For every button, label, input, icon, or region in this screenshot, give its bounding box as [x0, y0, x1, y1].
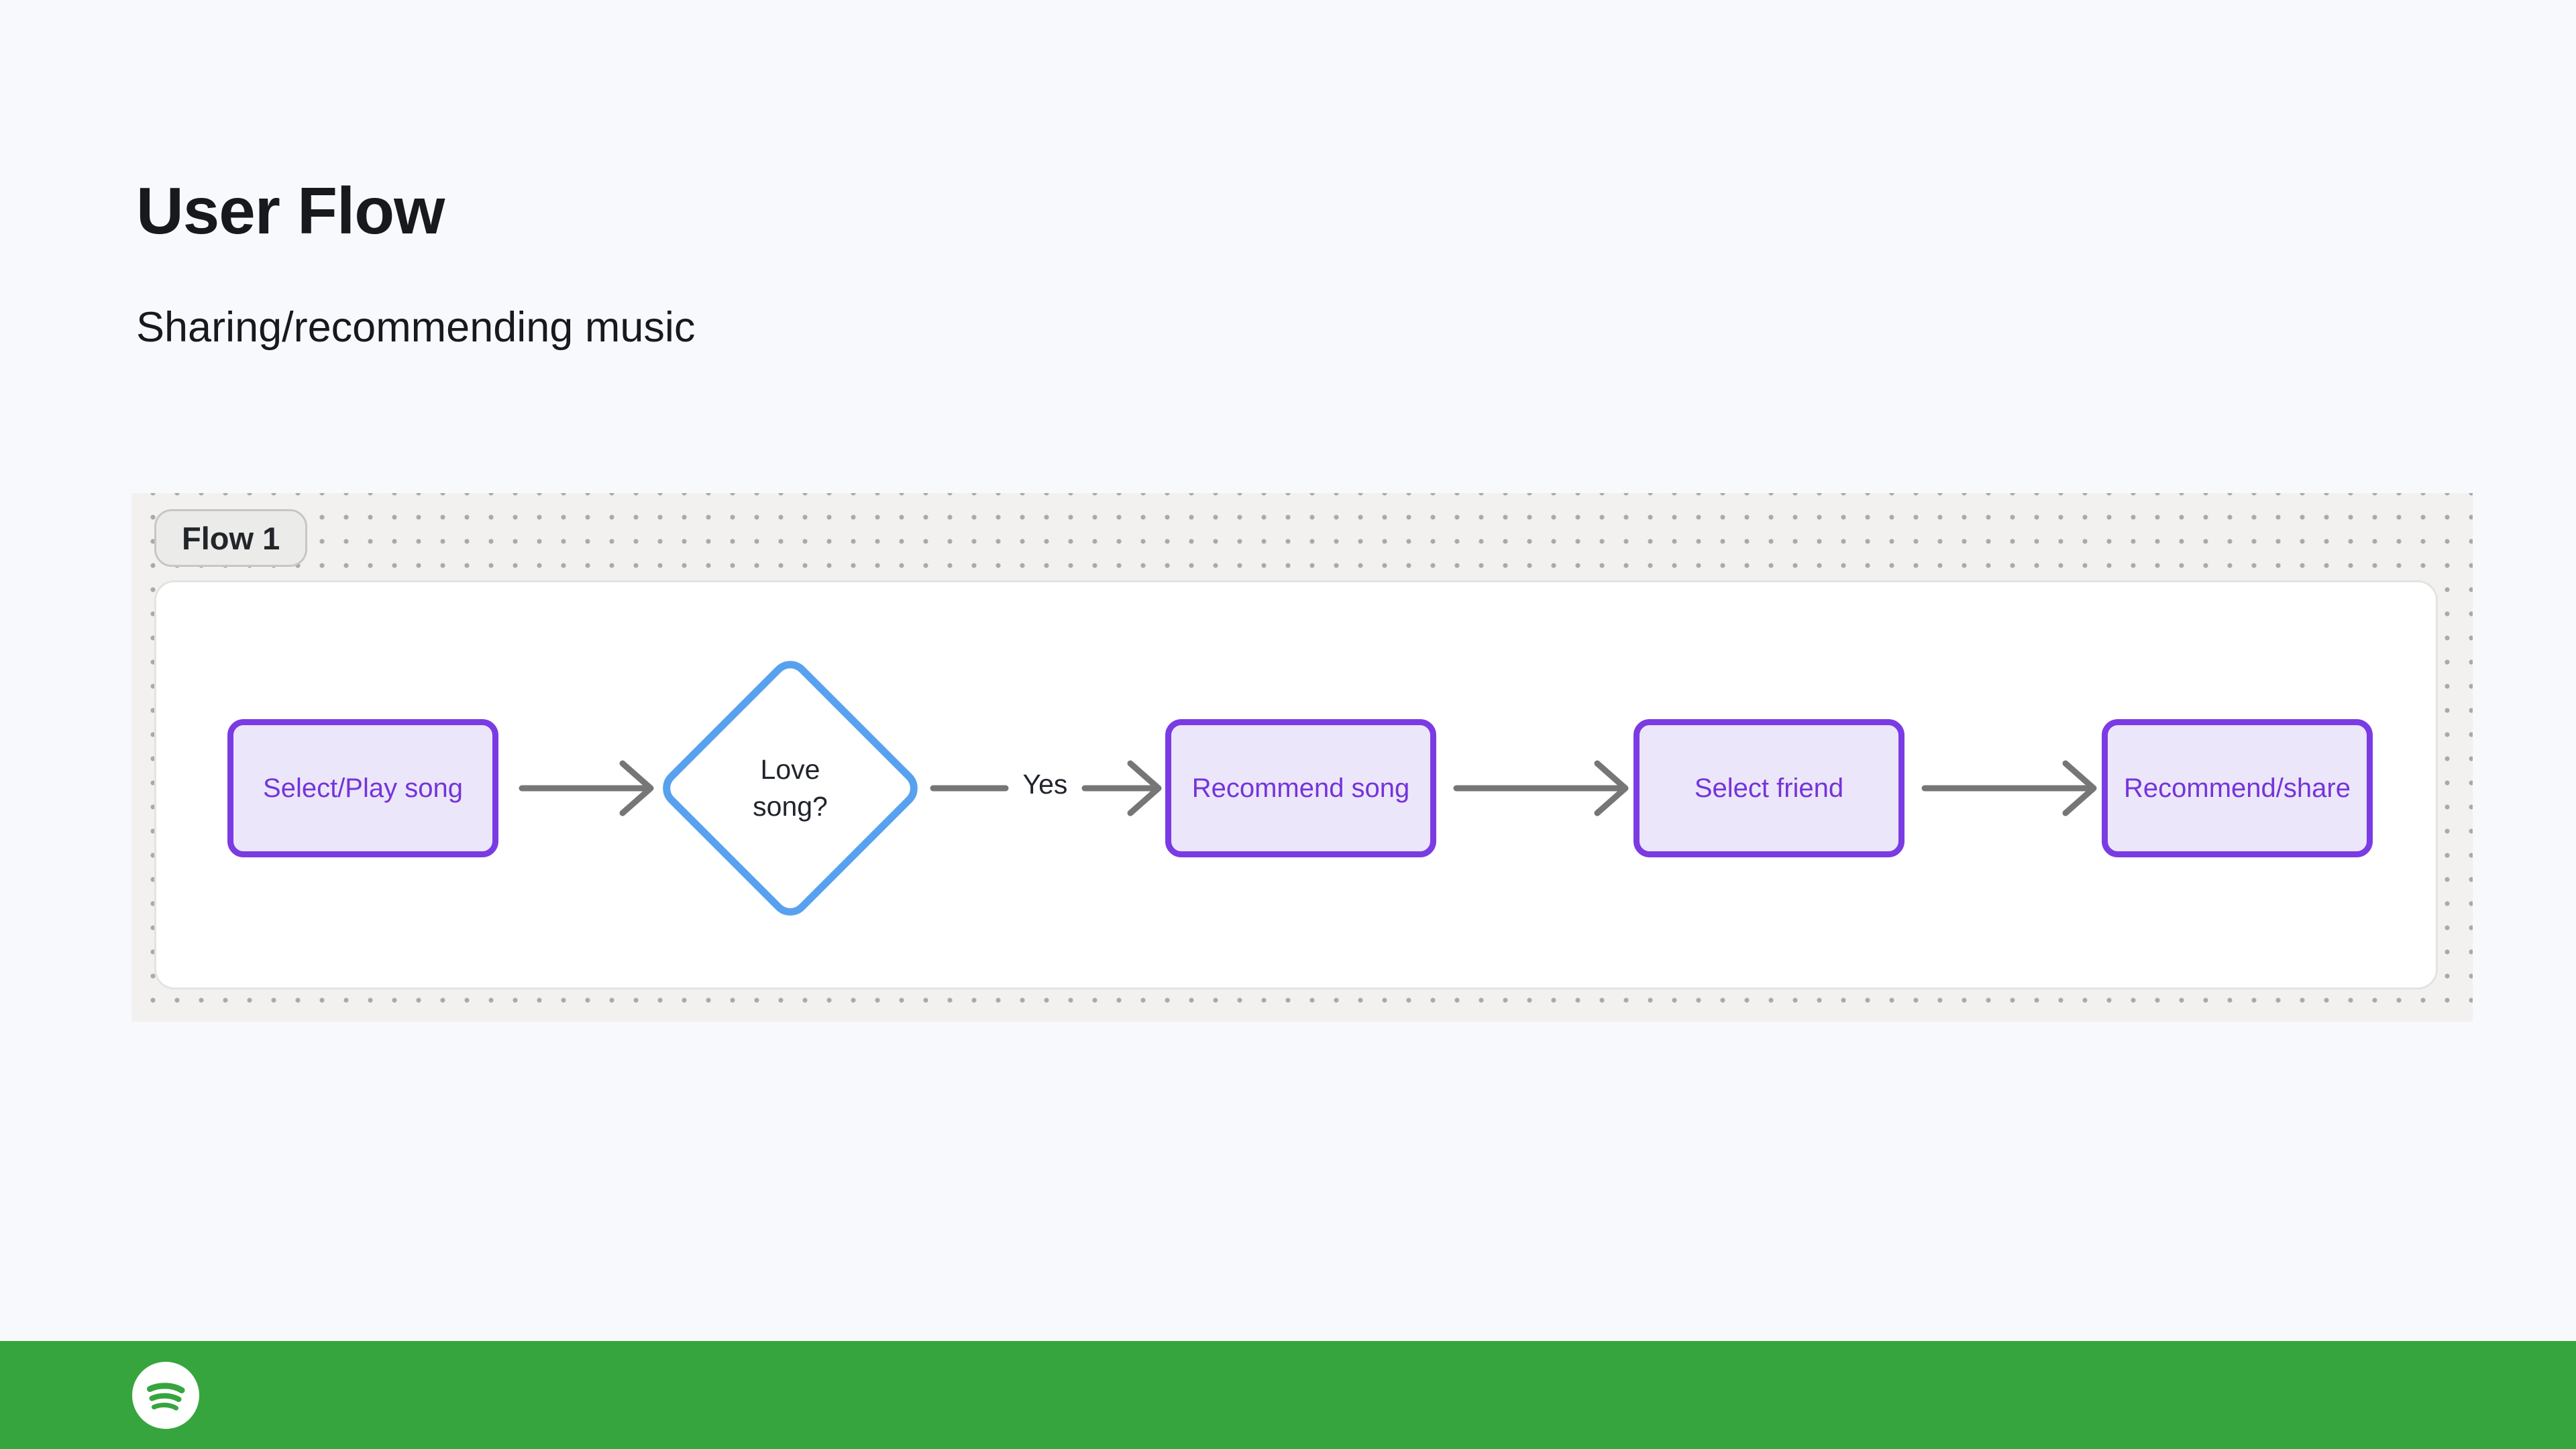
- footer-bar: [0, 1341, 2576, 1449]
- flow-canvas[interactable]: Flow 1 Select/Play song Love song? Yes R…: [131, 493, 2473, 1022]
- node-love-song-decision-label: Love song?: [753, 753, 828, 822]
- page-subtitle: Sharing/recommending music: [136, 304, 696, 351]
- node-select-friend[interactable]: Select friend: [1633, 719, 1904, 857]
- arrowhead-icon: [2062, 760, 2097, 816]
- spotify-logo-icon: [132, 1362, 199, 1429]
- page-title: User Flow: [136, 174, 445, 248]
- edge-label-yes: Yes: [1022, 769, 1068, 800]
- flow-panel[interactable]: Select/Play song Love song? Yes Recommen…: [154, 580, 2438, 989]
- arrowhead-icon: [1127, 760, 1162, 816]
- node-recommend-share[interactable]: Recommend/share: [2102, 719, 2373, 857]
- arrowhead-icon: [1594, 760, 1629, 816]
- node-select-play-song[interactable]: Select/Play song: [227, 719, 498, 857]
- flow-badge[interactable]: Flow 1: [154, 509, 308, 567]
- node-recommend-song[interactable]: Recommend song: [1165, 719, 1436, 857]
- arrowhead-icon: [619, 760, 654, 816]
